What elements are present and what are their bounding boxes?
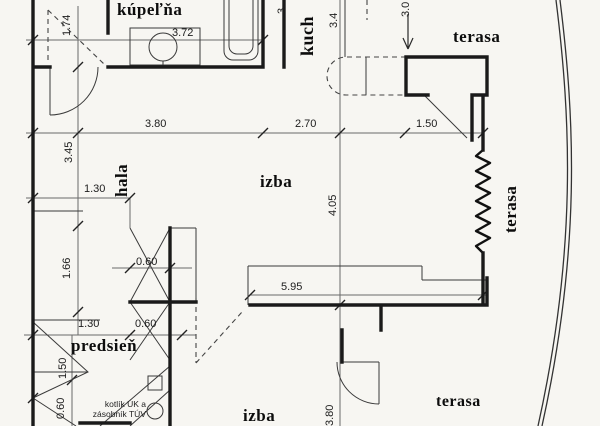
walls [31, 0, 489, 426]
room-label-terasa-right: terasa [501, 185, 520, 233]
room-label-izba-bottom: izba [243, 406, 276, 425]
dim-1-74: 1.74 [61, 14, 73, 36]
dim-3-4-cut: 3.4 [328, 12, 340, 28]
boiler-note-line1: kotlík ÚK a [104, 399, 146, 409]
room-label-kupelna: kúpeľňa [117, 0, 183, 19]
room-label-izba-main: izba [260, 172, 293, 191]
dim-0-60-lower: 0.60 [135, 318, 157, 330]
room-label-predsien: predsieň [71, 336, 138, 355]
dimension-arrow [402, 14, 414, 50]
diagonal-lines [32, 94, 468, 426]
dim-3-0-cut: 3.0 [400, 1, 412, 17]
room-label-hala: hala [112, 163, 131, 197]
zigzag-window [474, 149, 492, 254]
dim-0-60-left: 0.60 [55, 397, 67, 419]
boiler-note: kotlík ÚK a zásobník TÚV [84, 399, 146, 419]
dim-3-80-bottom: 3.80 [324, 404, 336, 426]
dim-1-50-top: 1.50 [416, 118, 438, 130]
dim-3-72: 3.72 [172, 27, 194, 39]
dim-3-45: 3.45 [63, 141, 75, 163]
thin-lines [33, 0, 487, 420]
dim-4-05: 4.05 [327, 194, 339, 216]
dim-3-80-top: 3.80 [145, 118, 167, 130]
room-label-terasa-bottom: terasa [436, 393, 481, 410]
dim-1-66: 1.66 [61, 257, 73, 279]
dim-5-95: 5.95 [281, 281, 303, 293]
room-label-terasa-top: terasa [453, 27, 501, 46]
dim-0-60-upper: 0.60 [136, 256, 158, 268]
dim-1-50-left: 1.50 [57, 357, 69, 379]
room-label-kuchyna: kuch [297, 15, 317, 56]
dashed-lines [47, 0, 406, 364]
dim-2-70: 2.70 [295, 118, 317, 130]
dimension-lines [24, 0, 487, 426]
dim-3-cut: 3. [276, 4, 288, 14]
dim-1-30-upper: 1.30 [84, 183, 106, 195]
terrace-curve [537, 0, 573, 426]
dim-1-30-lower: 1.30 [78, 318, 100, 330]
door-arcs [49, 66, 380, 405]
boiler-note-line2: zásobník TÚV [92, 409, 146, 419]
